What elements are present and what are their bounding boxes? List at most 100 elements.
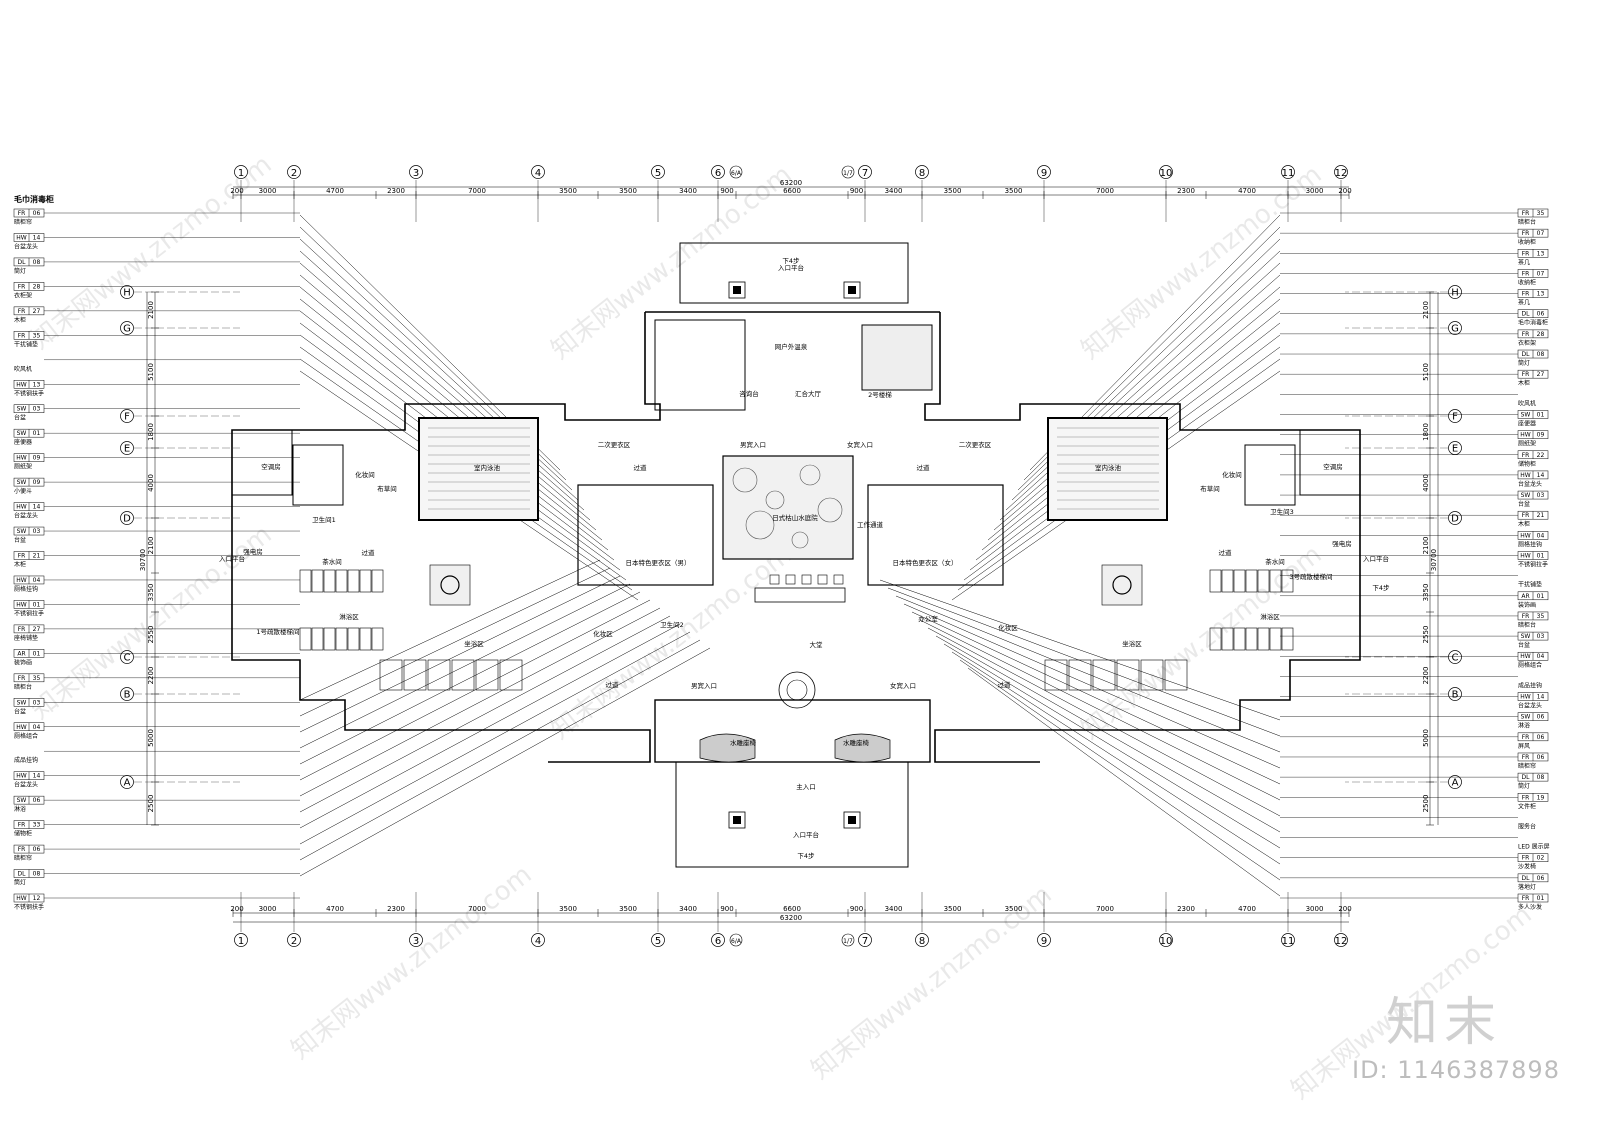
dim-value: 900 xyxy=(850,187,863,195)
tag-number: 22 xyxy=(1537,452,1545,459)
grid-bubble-top xyxy=(531,165,545,179)
side-dim-value: 5100 xyxy=(1422,363,1430,381)
bar-stool xyxy=(769,574,780,585)
shower-stall xyxy=(371,627,384,651)
dim-value: 2300 xyxy=(387,187,405,195)
grid-label-bottom: 1 xyxy=(238,936,244,947)
grid-label-bottom: 10 xyxy=(1160,936,1173,947)
tag-code: FR xyxy=(1522,794,1530,801)
shower-stall xyxy=(359,627,372,651)
room-label: 化妆间 xyxy=(355,470,375,479)
row-bubble xyxy=(1448,321,1462,335)
garden-stone xyxy=(799,464,821,486)
dim-total: 63200 xyxy=(780,179,802,187)
tag-name: 干扰铺垫 xyxy=(14,340,38,348)
tag-code: HW xyxy=(16,601,27,608)
grid-bubble-bottom xyxy=(1281,933,1295,947)
tag-name: 服务台 xyxy=(1518,822,1536,830)
grid-label-bottom: 7 xyxy=(862,936,868,947)
tag-number: 06 xyxy=(1537,734,1545,741)
grid-bubble-top xyxy=(651,165,665,179)
dim-value: 7000 xyxy=(1096,187,1114,195)
tag-name: 筒灯 xyxy=(14,879,26,887)
tag-name: 暗柜台 xyxy=(14,683,32,691)
tag-number: 35 xyxy=(1537,210,1545,217)
bar-stool xyxy=(785,574,796,585)
watermark-text: 知末网www.znzmo.com xyxy=(286,860,538,1066)
shower-stall xyxy=(1281,627,1294,651)
grid-bubble-bottom xyxy=(531,933,545,947)
tag-number: 01 xyxy=(1537,593,1545,600)
room-label: 二次更衣区 xyxy=(598,440,631,449)
shower-stall xyxy=(1245,627,1258,651)
dim-value: 4700 xyxy=(1238,905,1256,913)
grid-label-bottom: 9 xyxy=(1041,936,1047,947)
dim-value: 3000 xyxy=(1306,187,1324,195)
tag-name: 筒灯 xyxy=(14,267,26,275)
tag-code: SW xyxy=(17,430,27,437)
tag-number: 09 xyxy=(33,455,41,462)
dim-value: 4700 xyxy=(326,187,344,195)
tag-number: 28 xyxy=(1537,331,1545,338)
garden-stone xyxy=(732,467,758,493)
room-label: 强电房 xyxy=(243,547,263,556)
table-set xyxy=(843,811,861,829)
tag-code: FR xyxy=(18,675,26,682)
diagonal-leader xyxy=(299,274,591,521)
grid-bubble-top xyxy=(711,165,725,179)
row-label: D xyxy=(1451,514,1459,525)
row-bubble xyxy=(120,409,134,423)
shower-stall xyxy=(347,627,360,651)
tag-code: FR xyxy=(18,283,26,290)
garden-stone xyxy=(745,510,775,540)
dim-value: 3000 xyxy=(259,187,277,195)
dim-value: 900 xyxy=(850,905,863,913)
table-set xyxy=(843,281,861,299)
diagonal-leader xyxy=(919,619,1281,801)
shower-stall xyxy=(299,627,312,651)
diagonal-leader xyxy=(299,567,611,717)
dim-value: 3000 xyxy=(1306,905,1324,913)
shower-stall xyxy=(1233,569,1246,593)
tag-name: 干扰铺垫 xyxy=(1518,581,1542,589)
tag-code: DL xyxy=(18,871,27,878)
tag-name: 台盆龙头 xyxy=(14,781,38,789)
grid-label-bottom: 6 xyxy=(715,936,721,947)
room-label: 茶水间 xyxy=(1265,557,1285,566)
diagonal-leader xyxy=(299,639,701,861)
tag-number: 35 xyxy=(33,675,41,682)
tag-name: 装饰画 xyxy=(14,658,32,666)
tag-code: AR xyxy=(1521,593,1529,600)
bar-stool xyxy=(833,574,844,585)
dim-value: 200 xyxy=(230,187,243,195)
shower-stall xyxy=(1269,627,1282,651)
dim-value: 7000 xyxy=(1096,905,1114,913)
tag-number: 06 xyxy=(33,797,41,804)
side-dim-value: 2500 xyxy=(147,795,155,813)
diagonal-leader xyxy=(967,667,1281,897)
dim-value: 200 xyxy=(1338,905,1351,913)
tag-name: 厕格组合 xyxy=(14,732,38,740)
room-label: 二次更衣区 xyxy=(959,440,992,449)
dim-value: 6600 xyxy=(783,905,801,913)
grid-label-top: 10 xyxy=(1160,168,1173,179)
grid-bubble-bottom xyxy=(915,933,929,947)
grid-label-bottom: 2 xyxy=(291,936,297,947)
axis-mark-top xyxy=(729,165,743,179)
tag-code: FR xyxy=(18,210,26,217)
tag-number: 04 xyxy=(33,577,41,584)
shower-stall xyxy=(1245,569,1258,593)
bath-cubicle xyxy=(1068,659,1092,691)
diagonal-leader xyxy=(927,627,1281,817)
grid-bubble-bottom xyxy=(234,933,248,947)
tag-name: 成品挂钩 xyxy=(1518,681,1542,689)
grid-bubble-top xyxy=(287,165,301,179)
room-label: 化妆间 xyxy=(1222,470,1242,479)
side-dim-value: 2550 xyxy=(147,626,155,644)
room-label: 日本特色更衣区（男） xyxy=(626,558,691,567)
tag-code: DL xyxy=(1522,875,1531,882)
tag-number: 01 xyxy=(1537,895,1545,902)
dim-value: 4700 xyxy=(326,905,344,913)
room-label: 茶水间 xyxy=(322,557,342,566)
